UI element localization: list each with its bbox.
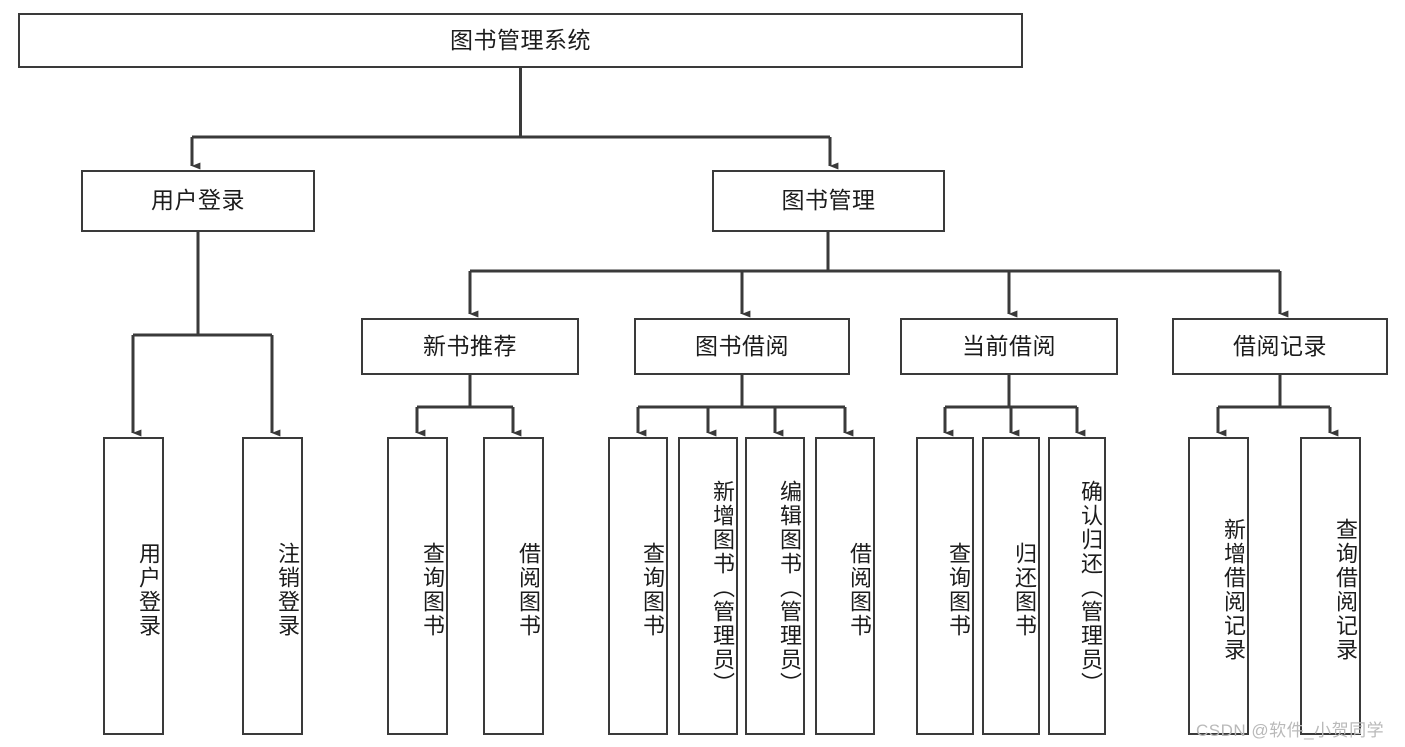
node-user-login[interactable]: 用户登录 [81,170,315,232]
leaf-query-book-current[interactable]: 查询图书 [916,437,974,735]
leaf-query-book-borrow[interactable]: 查询图书 [608,437,668,735]
leaf-query-book-recommend[interactable]: 查询图书 [387,437,448,735]
leaf-add-borrow-record[interactable]: 新增借阅记录 [1188,437,1249,735]
leaf-add-book-admin[interactable]: 新增图书（管理员） [678,437,738,735]
node-book-manage[interactable]: 图书管理 [712,170,945,232]
node-root[interactable]: 图书管理系统 [18,13,1023,68]
leaf-logout-login[interactable]: 注销登录 [242,437,303,735]
node-borrow-record[interactable]: 借阅记录 [1172,318,1388,375]
node-book-borrow[interactable]: 图书借阅 [634,318,850,375]
leaf-edit-book-admin[interactable]: 编辑图书（管理员） [745,437,805,735]
node-current-borrow[interactable]: 当前借阅 [900,318,1118,375]
leaf-borrow-book[interactable]: 借阅图书 [815,437,875,735]
node-new-book-recommend[interactable]: 新书推荐 [361,318,579,375]
leaf-return-book[interactable]: 归还图书 [982,437,1040,735]
leaf-user-login[interactable]: 用户登录 [103,437,164,735]
leaf-borrow-book-recommend[interactable]: 借阅图书 [483,437,544,735]
leaf-query-borrow-record[interactable]: 查询借阅记录 [1300,437,1361,735]
leaf-confirm-return-admin[interactable]: 确认归还（管理员） [1048,437,1106,735]
csdn-watermark: CSDN @软件_小贺同学 [1196,721,1385,740]
